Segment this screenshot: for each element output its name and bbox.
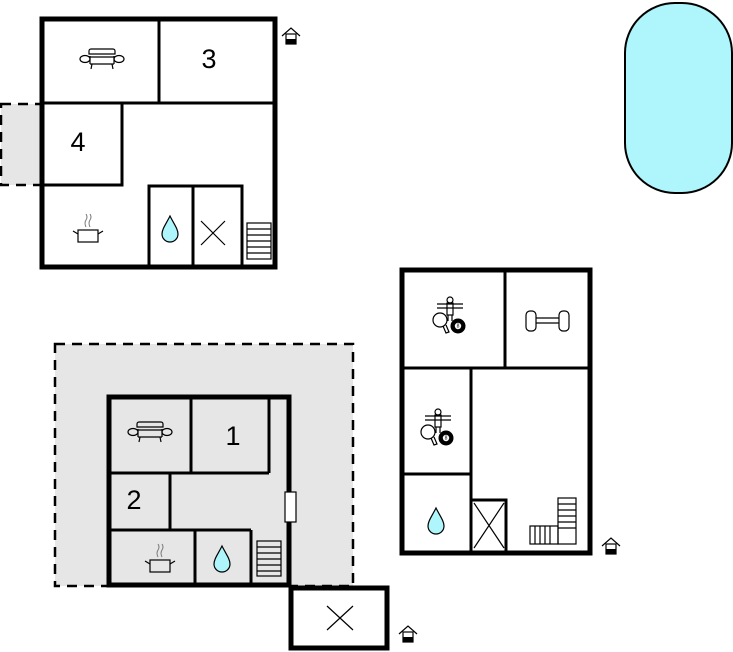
room-label-2: 2 — [126, 485, 141, 515]
sofa-icon — [79, 48, 125, 70]
room-label-4: 4 — [70, 127, 85, 157]
toilet-x-icon — [473, 502, 505, 549]
games-room-icon — [420, 408, 455, 447]
terrace — [0, 102, 43, 187]
stairs-icon — [256, 540, 282, 577]
toilet-x-icon — [200, 220, 226, 246]
water-drop-icon — [161, 215, 179, 243]
entrance-icon — [601, 537, 621, 555]
room-label-1: 1 — [225, 421, 240, 451]
house-top-left: 3 4 — [0, 16, 301, 270]
water-drop-icon — [427, 507, 445, 535]
entrance-icon — [398, 625, 418, 643]
entrance-icon — [281, 27, 301, 45]
toilet-x-icon — [326, 605, 354, 631]
house-right — [399, 267, 621, 556]
fitness-dumbbell-icon — [525, 310, 570, 332]
games-room-icon — [432, 296, 467, 335]
swimming-pool — [624, 2, 733, 194]
stairs-icon — [246, 222, 272, 260]
house-bottom-left: 1 2 — [53, 342, 418, 651]
room-label-3: 3 — [201, 44, 216, 74]
window-icon — [284, 491, 297, 523]
cooking-pot-icon — [72, 213, 104, 243]
stairs-icon — [529, 497, 577, 545]
